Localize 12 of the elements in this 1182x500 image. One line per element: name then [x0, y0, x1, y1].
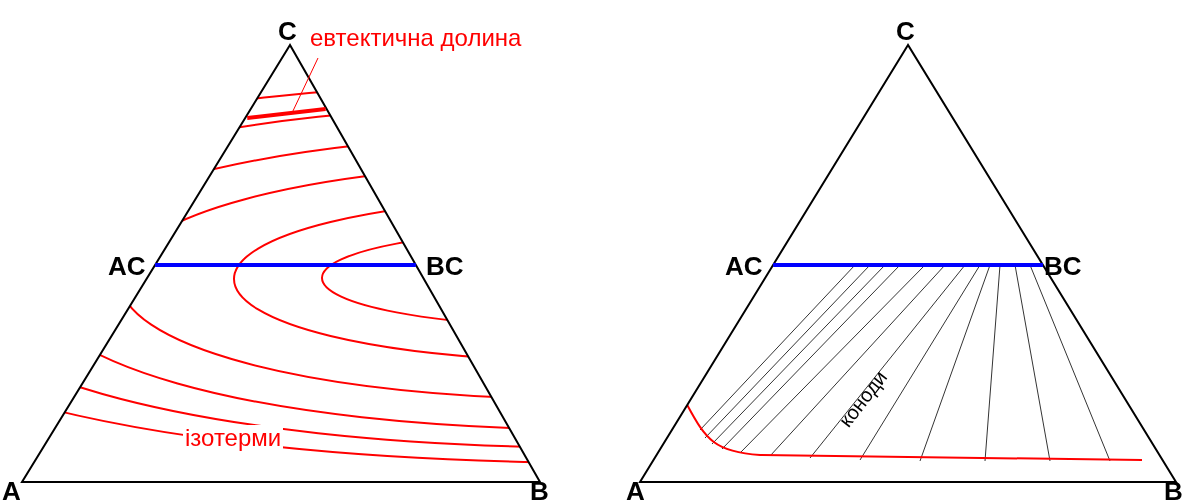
curve-label: ізотерми — [183, 425, 284, 451]
leader-line — [291, 57, 319, 114]
vertex-label: C — [278, 18, 297, 44]
vertex-label: A — [2, 478, 21, 500]
eutectic-line — [247, 107, 326, 120]
vertex-label: BC — [1044, 253, 1082, 279]
vertex-label: B — [530, 478, 549, 500]
vertex-label: AC — [725, 253, 763, 279]
vertex-label: C — [896, 18, 915, 44]
vertex-label: A — [626, 478, 645, 500]
vertex-label: AC — [108, 253, 146, 279]
curve-label: евтектична долина — [310, 26, 522, 50]
